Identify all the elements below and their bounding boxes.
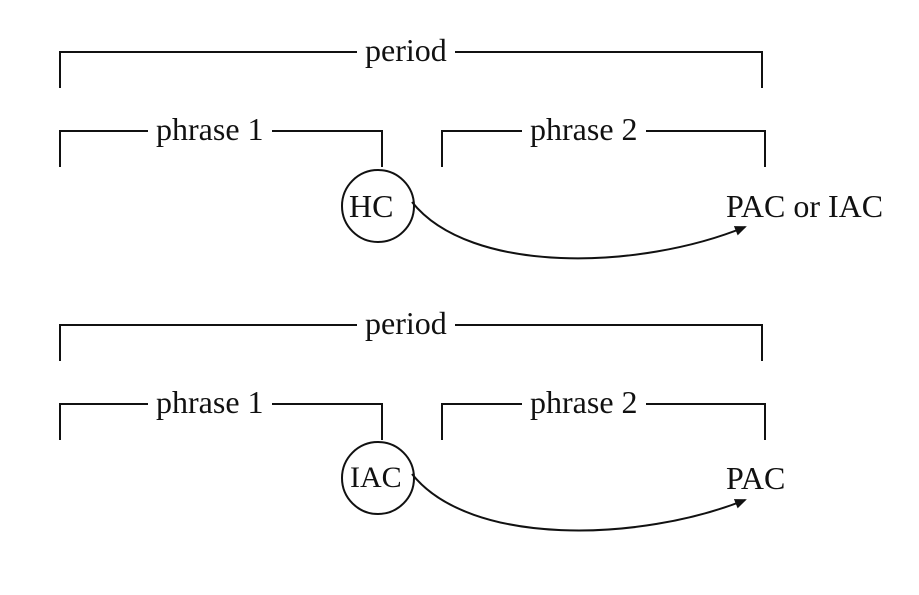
phrase2-label-1: phrase 2 [522,113,646,145]
target-cadence-2: PAC [726,460,786,496]
circled-cadence-2: IAC [350,461,402,494]
diagram-1 [59,51,766,260]
target-cadence-1: PAC or IAC [726,188,884,224]
period-label-2: period [357,307,455,339]
diagram-2 [59,324,766,532]
phrase1-label-1: phrase 1 [148,113,272,145]
period-label-1: period [357,34,455,66]
phrase1-label-2: phrase 1 [148,386,272,418]
circled-cadence-1: HC [349,188,394,224]
cadence-circle-2 [341,441,415,515]
cadence-arrow-2 [411,473,747,532]
cadence-circle-1 [341,169,415,243]
phrase2-label-2: phrase 2 [522,386,646,418]
cadence-arrow-1 [411,201,747,260]
